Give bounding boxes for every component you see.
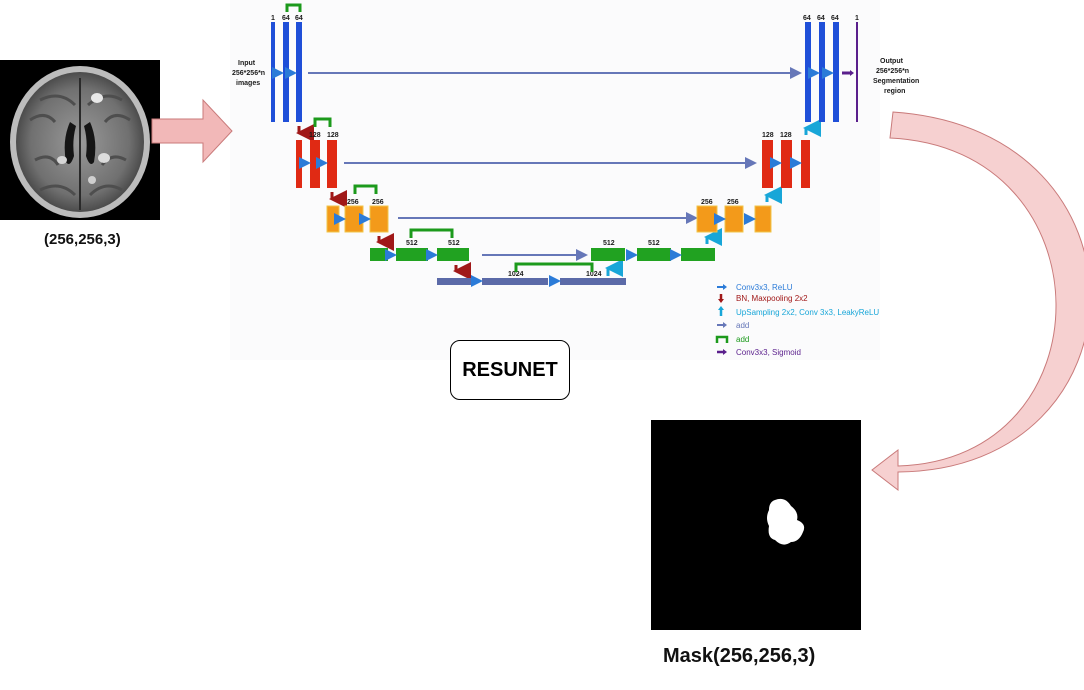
- legend: Conv3x3, ReLU BN, Maxpooling 2x2 UpSampl…: [715, 283, 879, 357]
- channel-label: 128: [309, 132, 321, 139]
- mask-shape-caption: Mask(256,256,3): [663, 645, 816, 667]
- channel-label: 128: [762, 132, 774, 139]
- encoder-block: [369, 205, 389, 233]
- legend-text: add: [736, 335, 749, 344]
- decoder-block: [833, 22, 839, 122]
- encoder-block: [310, 140, 320, 188]
- encoder-level1: 1 64 64: [271, 3, 303, 122]
- decoder-block: [681, 248, 715, 261]
- bridge-block: [437, 278, 471, 285]
- output-layer: [856, 22, 858, 122]
- channel-label: 128: [780, 132, 792, 139]
- decoder-level4: 512 512: [591, 240, 715, 261]
- encoder-block: [326, 205, 340, 233]
- channel-label: 512: [406, 240, 418, 247]
- channel-label: 1024: [586, 271, 602, 278]
- decoder-block: [696, 205, 718, 233]
- output-label-line: 256*256*n: [876, 68, 909, 75]
- decoder-block: [591, 248, 625, 261]
- input-label-line: 256*256*n: [232, 70, 265, 77]
- output-mask-image: [651, 420, 861, 630]
- output-label-line: Output: [880, 58, 904, 65]
- input-flow-arrow: [151, 98, 233, 164]
- encoder-block: [370, 248, 388, 261]
- channel-label: 512: [648, 240, 660, 247]
- input-label-line: images: [236, 80, 260, 87]
- skip-arrow-icon: [717, 322, 727, 328]
- legend-item: UpSampling 2x2, Conv 3x3, LeakyReLU: [718, 306, 879, 317]
- decoder-block: [801, 140, 810, 188]
- legend-text: add: [736, 321, 749, 330]
- conv-arrow-icon: [717, 284, 727, 290]
- legend-text: Conv3x3, Sigmoid: [736, 348, 801, 357]
- channel-label: 256: [727, 199, 739, 206]
- legend-text: Conv3x3, ReLU: [736, 283, 793, 292]
- up-arrow-icon: [718, 306, 724, 316]
- channel-label: 256: [372, 199, 384, 206]
- legend-item: Conv3x3, Sigmoid: [717, 348, 801, 357]
- output-arrow-icon: [717, 349, 727, 355]
- output-label-line: region: [884, 88, 905, 95]
- encoder-block: [296, 22, 302, 122]
- decoder-block: [724, 205, 744, 233]
- channel-label: 256: [701, 199, 713, 206]
- residual-icon: [715, 335, 729, 343]
- channel-label: 1: [855, 15, 859, 22]
- channel-label: 128: [327, 132, 339, 139]
- output-label-line: Segmentation: [873, 78, 919, 85]
- decoder-level3: 256 256: [696, 199, 772, 233]
- decoder-block: [754, 205, 772, 233]
- channel-label: 1024: [508, 271, 524, 278]
- encoder-block: [283, 22, 289, 122]
- decoder-block: [805, 22, 811, 122]
- channel-label: 512: [448, 240, 460, 247]
- channel-label: 64: [817, 15, 825, 22]
- output-flow-arrow: [871, 111, 1084, 492]
- legend-item: add: [715, 335, 749, 344]
- input-shape-caption: (256,256,3): [44, 231, 121, 248]
- bridge-block: [482, 278, 548, 285]
- decoder-level2: 128 128: [762, 132, 810, 188]
- encoder-block: [396, 248, 428, 261]
- encoder-level4: 512 512: [370, 228, 469, 261]
- encoder-level2: 128 128: [296, 117, 339, 188]
- channel-label: 64: [282, 15, 290, 22]
- channel-label: 256: [347, 199, 359, 206]
- channel-label: 1: [271, 15, 275, 22]
- model-name-box: RESUNET: [450, 340, 570, 400]
- channel-label: 64: [295, 15, 303, 22]
- encoder-block: [437, 248, 469, 261]
- channel-label: 512: [603, 240, 615, 247]
- decoder-block: [637, 248, 671, 261]
- model-name-label: RESUNET: [462, 358, 558, 381]
- encoder-block: [271, 22, 275, 122]
- legend-text: BN, Maxpooling 2x2: [736, 294, 808, 303]
- decoder-block: [781, 140, 792, 188]
- decoder-block: [762, 140, 773, 188]
- input-label-line: Input: [238, 60, 256, 67]
- channel-label: 64: [831, 15, 839, 22]
- legend-item: add: [717, 321, 749, 330]
- input-mri-image: [0, 60, 160, 220]
- channel-label: 64: [803, 15, 811, 22]
- legend-text: UpSampling 2x2, Conv 3x3, LeakyReLU: [736, 308, 879, 317]
- encoder-block: [344, 205, 364, 233]
- decoder-block: [819, 22, 825, 122]
- down-arrow-icon: [718, 294, 724, 303]
- encoder-block: [327, 140, 337, 188]
- legend-item: BN, Maxpooling 2x2: [718, 294, 808, 303]
- encoder-level3: 256 256: [326, 184, 389, 233]
- decoder-level1: 64 64 64 1: [803, 15, 859, 122]
- encoder-block: [296, 140, 302, 188]
- bridge-block: [560, 278, 626, 285]
- legend-item: Conv3x3, ReLU: [717, 283, 793, 292]
- bridge-level: 1024 1024: [437, 262, 626, 287]
